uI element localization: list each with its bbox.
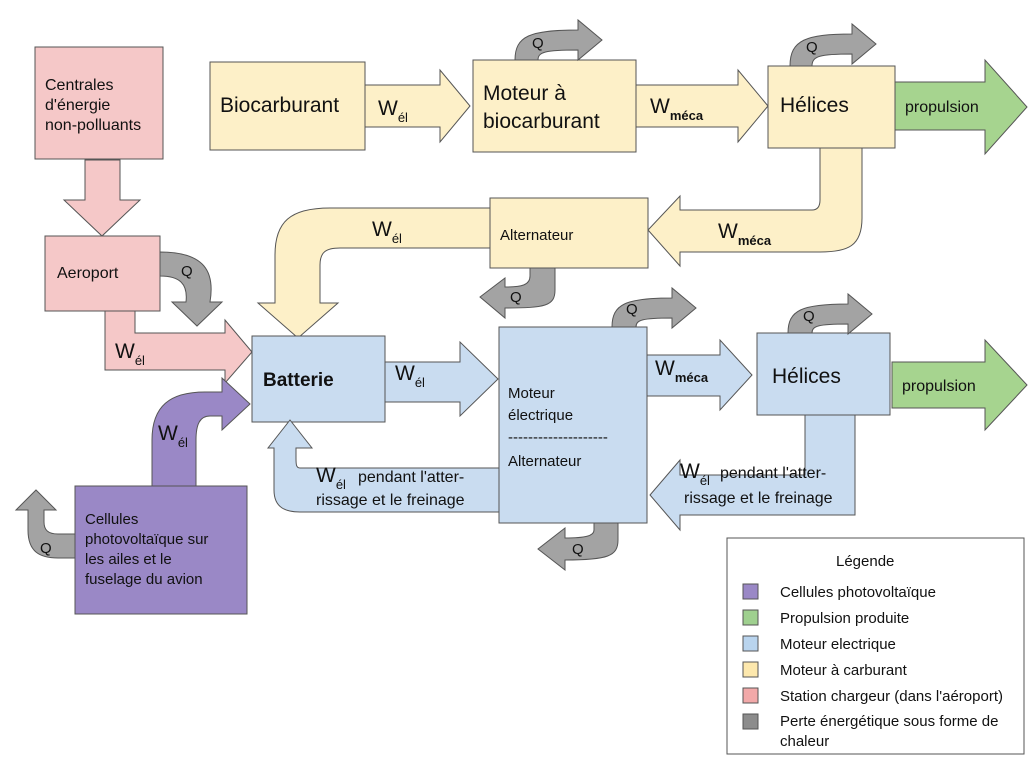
helices-top-box [767,65,896,149]
cellules-label: Cellules photovoltaïque sur les ailes et… [85,511,213,588]
centrales-label: Centrales d'énergie non-polluants [45,77,141,134]
legend-title: Légende [836,553,894,570]
arrow-aeroport-batterie [104,310,253,385]
moteur-helices-bottom-wmeca-label: Wméca [655,357,709,385]
helices-bottom-label: Hélices [772,365,841,388]
moteur-elec-bottom-heat-arrow [537,522,619,572]
alternateur-q-label: Q [510,289,522,306]
legend-swatch-propulsion [742,609,759,626]
arrow-helices-alternateur [647,147,863,268]
alternateur-heat-arrow [479,267,556,320]
propulsion-top-arrow [894,58,1028,156]
batterie-label: Batterie [263,370,334,391]
moteur-electrique-box [498,326,648,524]
helices-bottom-heat-arrow [787,292,873,336]
batterie-box [251,335,386,423]
alternateur-box [489,197,649,269]
legend-swatch-moteur-carburant [742,661,759,678]
aeroport-label: Aeroport [57,265,119,282]
propulsion-bottom-arrow [891,338,1028,432]
arrow-moteur-helices-top [635,68,769,144]
moteur-electrique-label: Moteur électrique -------------------- A… [508,385,612,470]
arrow-moteur-batterie-return [266,419,500,513]
arrow-cellules-batterie [151,376,251,487]
legend-label-propulsion: Propulsion produite [780,610,909,627]
cellules-q-label: Q [40,540,52,557]
propulsion-bottom-label: propulsion [902,378,976,395]
aeroport-q-label: Q [181,263,193,280]
moteur-helices-wmeca-label: Wméca [650,95,704,123]
moteur-bio-heat-arrow [514,18,603,62]
arrow-helices-moteur-return [649,414,856,532]
batterie-wel-label: Wél [395,362,425,390]
legend: Légende Cellules photovoltaïque Propulsi… [726,537,1025,755]
legend-swatch-perte [742,713,759,730]
legend-label-moteur-electrique: Moteur electrique [780,636,896,653]
centrales-box [34,46,164,160]
helices-alt-wmeca-label: Wméca [718,220,772,248]
moteur-elec-top-q-label: Q [626,301,638,318]
helices-bottom-q-label: Q [803,308,815,325]
cellules-heat-arrow [14,489,76,559]
legend-label-perte: Perte énergétique sous forme de chaleur [780,713,1003,750]
alternateur-label: Alternateur [500,227,573,244]
legend-box [726,537,1025,755]
aeroport-box [44,235,161,312]
helices-top-heat-arrow [789,22,877,67]
moteur-bio-q-label: Q [532,35,544,52]
aeroport-wel-label: Wél [115,340,145,368]
arrow-centrales-aeroport [62,159,142,237]
arrow-batterie-moteur [384,340,499,418]
legend-label-station: Station chargeur (dans l'aéroport) [780,688,1003,705]
arrow-moteur-helices-bottom [646,338,753,412]
legend-label-cellules: Cellules photovoltaïque [780,584,936,601]
alt-batterie-wel-label: Wél [372,218,402,246]
arrow-bio-moteur [364,68,471,144]
helices-bottom-box [756,332,891,416]
cellules-box [74,485,248,615]
legend-label-moteur-carburant: Moteur à carburant [780,662,908,679]
arrow-alternateur-batterie [256,207,491,339]
biocarburant-label: Biocarburant [220,94,339,117]
legend-swatch-moteur-electrique [742,635,759,652]
cellules-wel-label: Wél [158,422,188,450]
aeroport-heat-arrow [159,251,224,327]
legend-swatch-station [742,687,759,704]
bio-wel-label: Wél [378,97,408,125]
moteur-elec-top-heat-arrow [611,286,697,330]
moteur-elec-bottom-q-label: Q [572,541,584,558]
propulsion-top-label: propulsion [905,99,979,116]
moteur-bio-box [472,59,637,153]
biocarburant-box [209,61,366,151]
helices-top-label: Hélices [780,94,849,117]
moteur-bio-label: Moteur à biocarburant [483,82,600,133]
legend-swatch-cellules [742,583,759,600]
helices-top-q-label: Q [806,39,818,56]
